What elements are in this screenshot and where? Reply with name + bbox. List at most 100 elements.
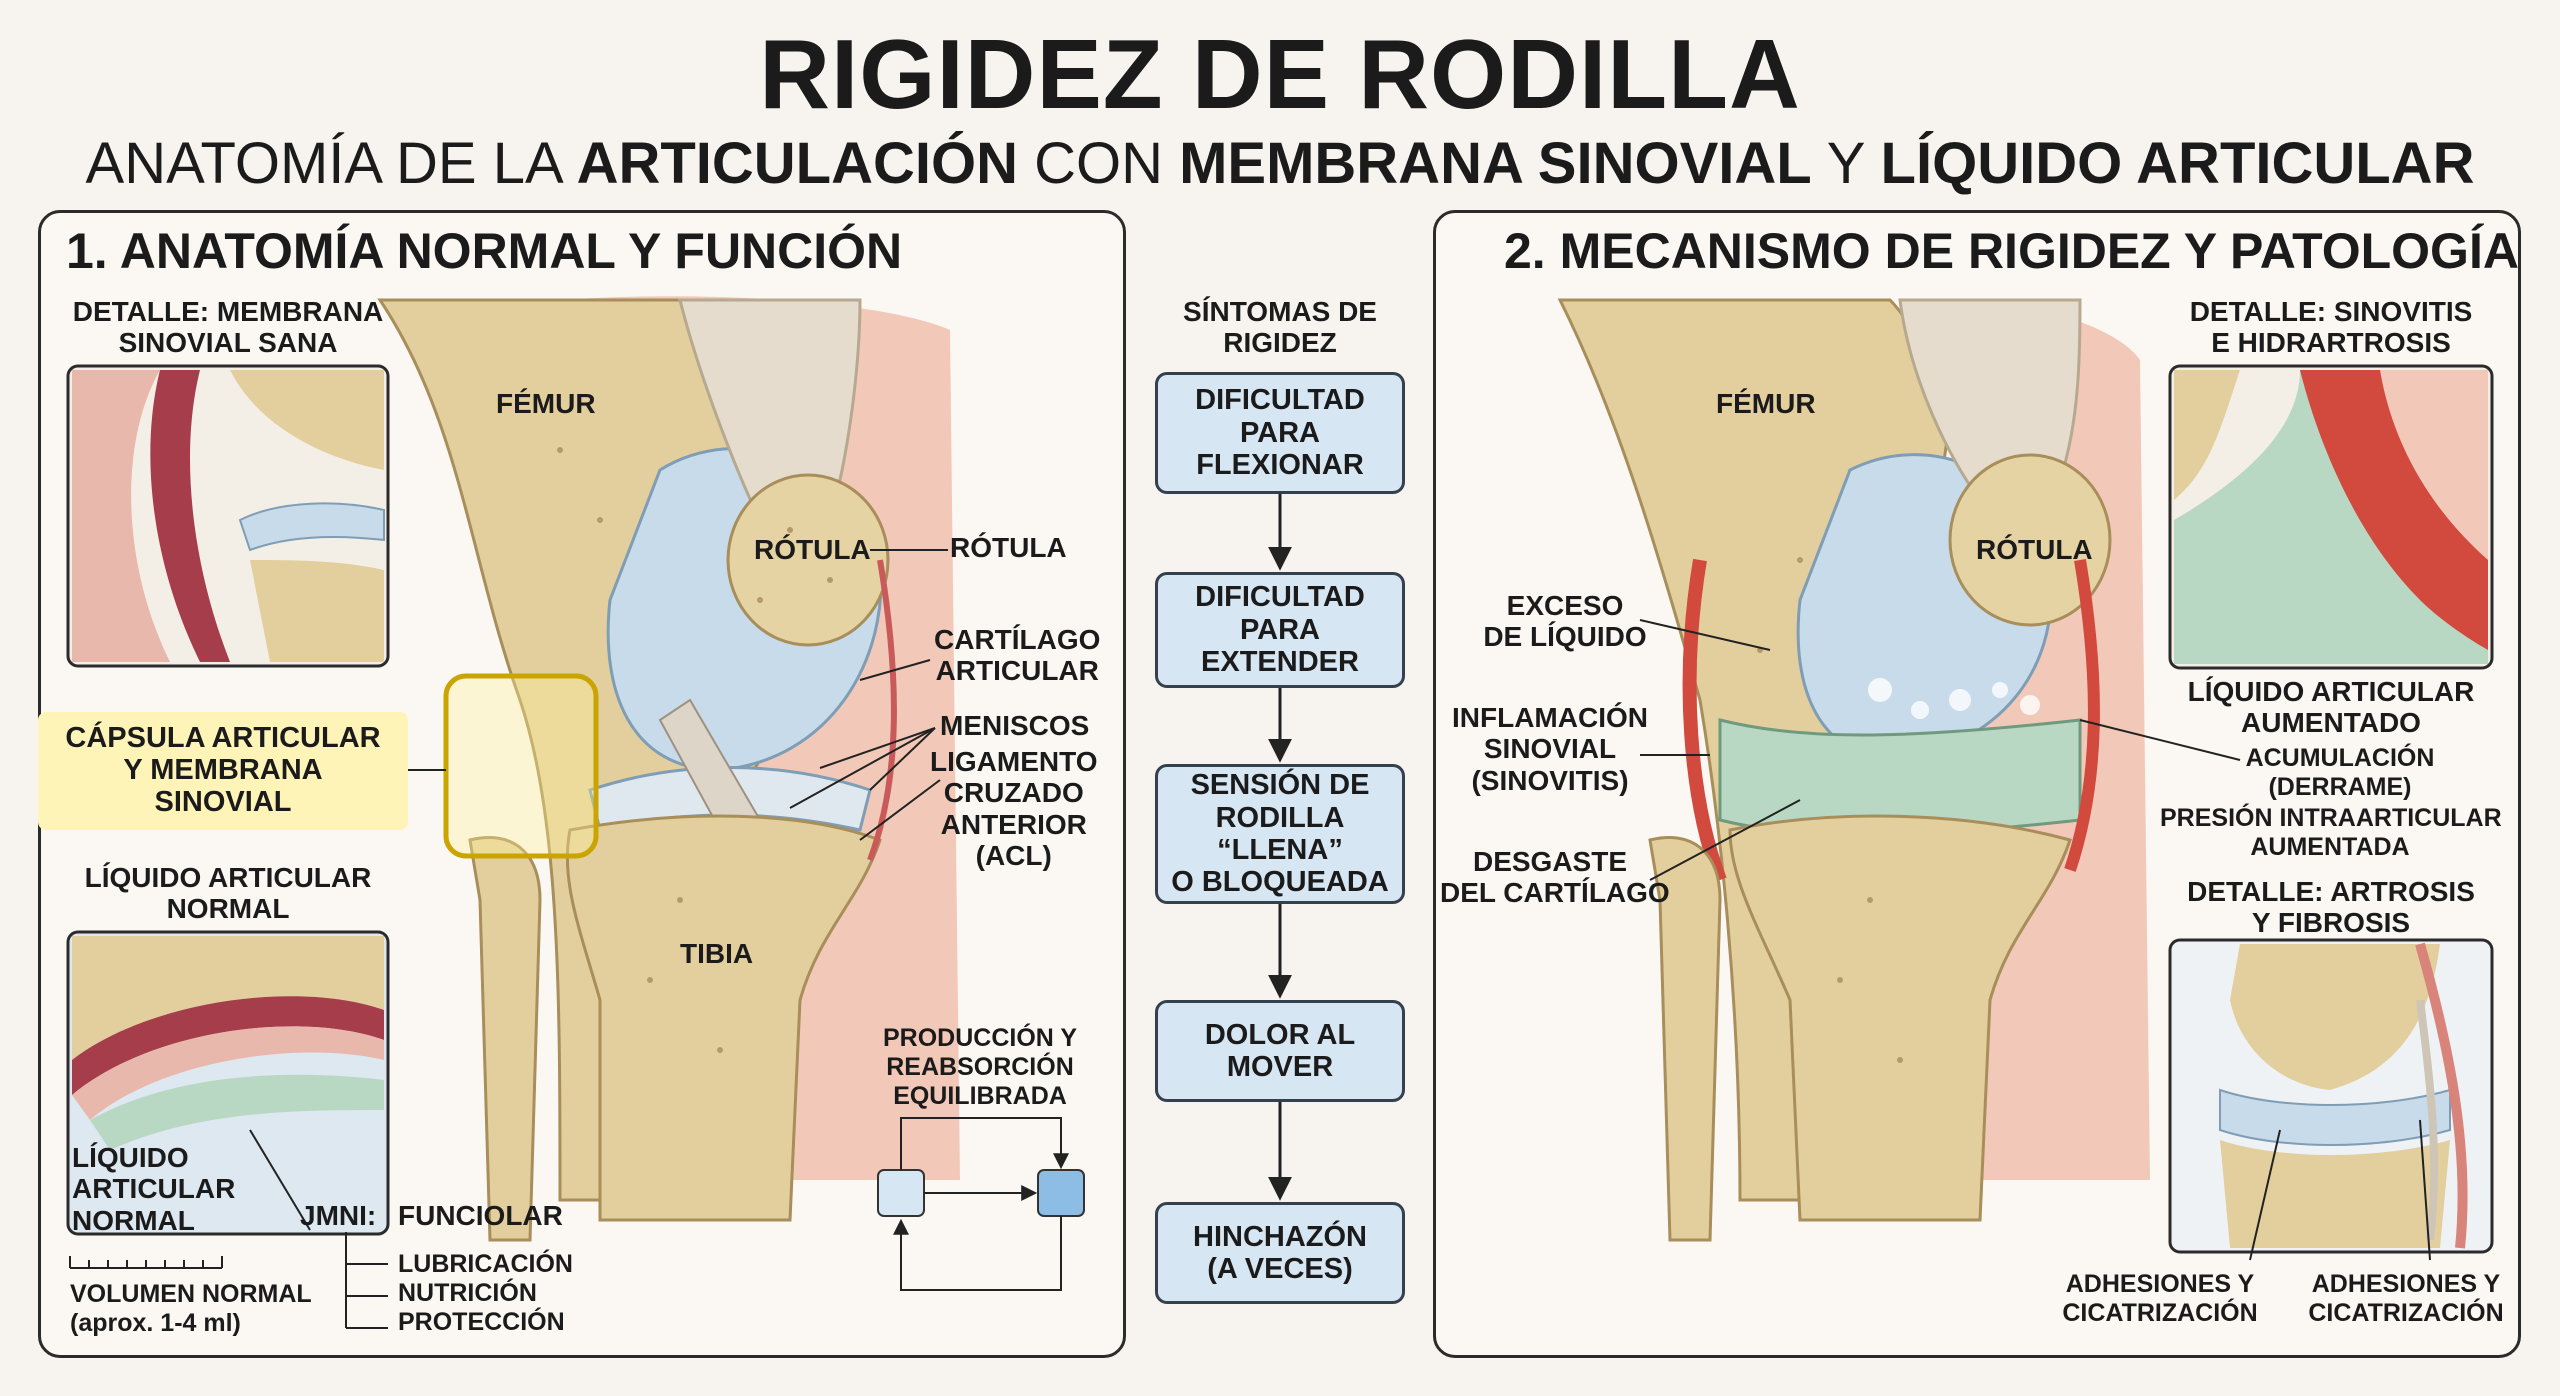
funciolar-label: FUNCIOLAR — [398, 1200, 563, 1231]
label-line: PRESIÓN INTRAARTICULAR — [2160, 804, 2502, 832]
label-line: (SINOVITIS) — [1471, 764, 1629, 796]
label-line: ARTICULAR — [72, 1173, 236, 1205]
label-line: EQUILIBRADA — [893, 1081, 1067, 1110]
label-line: INFLAMACIÓN — [1452, 702, 1648, 733]
effusion-label: ACUMULACIÓN (DERRAME) — [2210, 744, 2470, 802]
label-line: ACUMULACIÓN — [2245, 744, 2435, 772]
label-line: SÍNTOMAS DE — [1183, 296, 1377, 327]
label-line: DEL CARTÍLAGO — [1440, 877, 1670, 909]
detail-arthrosis-title: DETALLE: ARTROSIS Y FIBROSIS — [2170, 876, 2492, 939]
label-line: Y MEMBRANA — [123, 754, 323, 787]
adhesions-label-1: ADHESIONES Y CICATRIZACIÓN — [2050, 1270, 2270, 1328]
jmni-label: JMNI: — [300, 1200, 377, 1231]
label-line: LIGAMENTO — [930, 746, 1098, 777]
rotula-outer-label: RÓTULA — [950, 532, 1067, 563]
label-line: AUMENTADA — [2250, 832, 2410, 861]
function-item: LUBRICACIÓN — [398, 1250, 573, 1278]
label-line: DIFICULTAD — [1195, 581, 1365, 614]
label-line: SINOVIAL SANA — [118, 327, 338, 359]
label-line: RIGIDEZ — [1223, 327, 1337, 359]
page-subtitle: ANATOMÍA DE LA ARTICULACIÓN CON MEMBRANA… — [0, 130, 2560, 197]
detail-normal-fluid — [66, 930, 390, 1236]
label-line: (aprox. 1-4 ml) — [70, 1308, 241, 1337]
label-line: LÍQUIDO ARTICULAR — [2187, 676, 2475, 707]
subtitle-part: ANATOMÍA DE LA — [85, 131, 577, 196]
label-line: MOVER — [1226, 1051, 1334, 1083]
volume-label: VOLUMEN NORMAL (aprox. 1-4 ml) — [70, 1280, 312, 1338]
label-line: CARTÍLAGO — [934, 624, 1101, 655]
panel1-title: 1. ANATOMÍA NORMAL Y FUNCIÓN — [66, 223, 903, 279]
label-line: HINCHAZÓN — [1193, 1220, 1367, 1253]
label-line: ARTICULAR — [935, 655, 1099, 687]
label-line: DETALLE: ARTROSIS — [2187, 876, 2475, 907]
label-line: PRODUCCIÓN Y — [882, 1024, 1077, 1052]
label-line: AUMENTADO — [2241, 707, 2421, 739]
label-line: (ACL) — [975, 840, 1052, 872]
detail-healthy-title: DETALLE: MEMBRANA SINOVIAL SANA — [68, 296, 388, 359]
volume-scale — [69, 1256, 223, 1269]
cycle-diagram — [877, 1117, 1085, 1291]
excess-fluid-label: EXCESO DE LÍQUIDO — [1470, 590, 1660, 653]
label-line: Y FIBROSIS — [2251, 907, 2411, 939]
detail-healthy-synovium — [66, 364, 390, 668]
label-line: DESGASTE — [1472, 846, 1628, 877]
label-line: DOLOR AL — [1204, 1018, 1356, 1051]
label-line: RODILLA “LLENA” — [1215, 801, 1345, 866]
adhesions-label-2: ADHESIONES Y CICATRIZACIÓN — [2296, 1270, 2516, 1328]
label-line: SINOVIAL — [1483, 733, 1617, 765]
left-leader-lines — [408, 549, 948, 841]
symptom-swelling: HINCHAZÓN(A VECES) — [1155, 1202, 1405, 1304]
meniscus-label: MENISCOS — [940, 710, 1090, 741]
label-line: (A VECES) — [1207, 1253, 1353, 1285]
pressure-label: PRESIÓN INTRAARTICULAR AUMENTADA — [2160, 804, 2502, 862]
label-line: REABSORCIÓN — [886, 1052, 1074, 1081]
right-leader-lines — [1639, 619, 2431, 1261]
function-item: PROTECCIÓN — [398, 1307, 565, 1336]
label-line: E HIDRARTROSIS — [2211, 327, 2451, 359]
label-line: FLEXIONAR — [1196, 449, 1364, 482]
label-line: CÁPSULA ARTICULAR — [65, 722, 381, 755]
subtitle-part: Y — [1811, 131, 1881, 196]
label-line: EXCESO — [1506, 590, 1624, 621]
tibia-label: TIBIA — [680, 938, 754, 969]
function-item: NUTRICIÓN — [398, 1278, 537, 1307]
label-line: DETALLE: MEMBRANA — [72, 296, 384, 327]
fluid-inner-label: LÍQUIDO ARTICULAR NORMAL — [72, 1142, 235, 1236]
detail-arthrosis — [2168, 938, 2494, 1254]
capsule-label: CÁPSULA ARTICULAR Y MEMBRANA SINOVIAL — [38, 712, 408, 830]
function-list: LUBRICACIÓN NUTRICIÓN PROTECCIÓN — [398, 1250, 573, 1336]
detail-synovitis-title: DETALLE: SINOVITIS E HIDRARTROSIS — [2170, 296, 2492, 359]
label-line: NORMAL — [72, 1204, 195, 1236]
fluid-normal-title: LÍQUIDO ARTICULAR NORMAL — [68, 862, 388, 925]
subtitle-bold: ARTICULACIÓN — [576, 131, 1018, 196]
function-bracket — [345, 1232, 388, 1329]
label-line: CRUZADO — [943, 777, 1084, 809]
label-line: O BLOQUEADA — [1171, 866, 1389, 899]
femur-label: FÉMUR — [496, 388, 596, 419]
label-line: DE LÍQUIDO — [1483, 621, 1647, 653]
panel2-title: 2. MECANISMO DE RIGIDEZ Y PATOLOGÍA — [1504, 223, 2519, 279]
label-line: DIFICULTAD — [1195, 384, 1365, 417]
label-line: VOLUMEN NORMAL — [70, 1280, 312, 1308]
capsule-highlight-box — [443, 673, 599, 859]
label-line: DETALLE: SINOVITIS — [2189, 296, 2473, 327]
increased-fluid-label: LÍQUIDO ARTICULAR AUMENTADO — [2170, 676, 2492, 739]
knee-normal-illustration — [377, 296, 960, 1242]
label-line: CICATRIZACIÓN — [2062, 1298, 2258, 1327]
label-line: ADHESIONES Y — [2065, 1270, 2255, 1298]
cartilage-label: CARTÍLAGO ARTICULAR — [934, 624, 1100, 687]
label-line: EXTENDER — [1201, 646, 1359, 679]
detail-synovitis — [2168, 364, 2494, 670]
label-line: PARA — [1239, 613, 1320, 646]
label-line: CICATRIZACIÓN — [2308, 1298, 2504, 1327]
symptoms-title: SÍNTOMAS DE RIGIDEZ — [1140, 296, 1420, 359]
synovitis-label: INFLAMACIÓN SINOVIAL (SINOVITIS) — [1450, 702, 1650, 796]
cartilage-wear-label: DESGASTE DEL CARTÍLAGO — [1440, 846, 1670, 909]
label-line: LÍQUIDO — [72, 1142, 189, 1173]
label-line: PARA — [1239, 416, 1320, 449]
